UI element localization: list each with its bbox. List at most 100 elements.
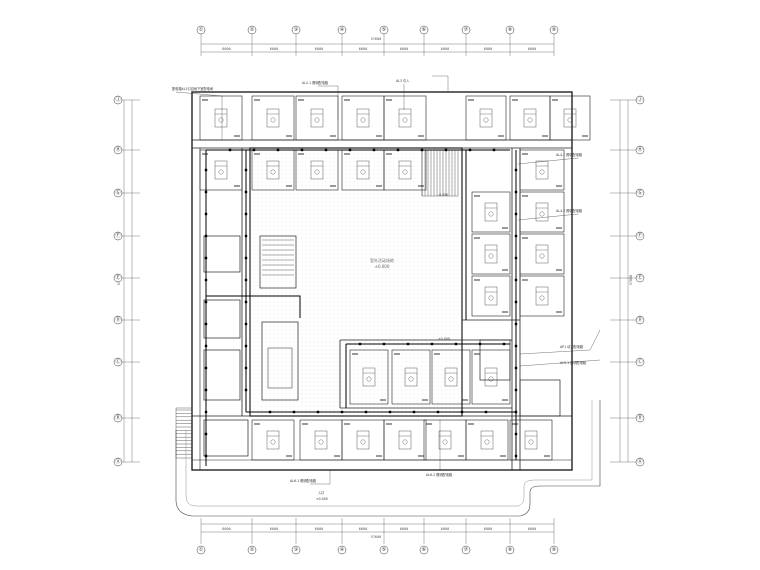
axis-bubble-right: Ⓙ [635, 95, 645, 105]
svg-text:⑨: ⑨ [552, 547, 556, 553]
svg-text:Ⓒ: Ⓒ [115, 358, 120, 365]
svg-text:Ⓕ: Ⓕ [637, 232, 642, 239]
room [349, 349, 389, 405]
top-segment-dimension: 6000 [484, 47, 492, 51]
top-segment-dimension: 6000 [528, 47, 536, 51]
room [423, 419, 467, 461]
note-bottom-1: AL6-1 照明配电箱 [290, 478, 317, 483]
axis-bubble-top: ⑥ [419, 25, 429, 35]
svg-text:⑥: ⑥ [422, 27, 427, 33]
axis-bubble-bottom: ⑧ [505, 545, 515, 555]
axis-bubble-bottom: ⑦ [461, 545, 471, 555]
bottom-segment-dimension: 6000 [222, 527, 230, 531]
svg-text:③: ③ [294, 27, 298, 33]
svg-text:Ⓑ: Ⓑ [115, 414, 120, 421]
svg-text:②: ② [250, 547, 255, 553]
room [251, 419, 295, 461]
axis-bubble-top: ① [196, 25, 206, 35]
bottom-segment-dimension: 6000 [400, 527, 408, 531]
left-dimension-chain [122, 99, 140, 463]
svg-text:Ⓙ: Ⓙ [637, 96, 642, 103]
elevation-mark-b: ±0.000 [438, 337, 450, 341]
entrance-elevation: ±0.000 [316, 497, 328, 501]
axis-bubble-top: ④ [337, 25, 347, 35]
svg-text:Ⓖ: Ⓖ [115, 189, 120, 196]
axis-bubble-left: Ⓙ [113, 95, 123, 105]
svg-text:Ⓓ: Ⓓ [115, 316, 120, 323]
axis-bubble-left: Ⓗ [113, 145, 123, 155]
axis-bubble-bottom: ⑤ [379, 545, 389, 555]
room [465, 419, 509, 461]
room [341, 419, 385, 461]
axis-bubble-top: ⑤ [379, 25, 389, 35]
axis-bubble-bottom: ⑥ [419, 545, 429, 555]
room [549, 95, 591, 141]
room [383, 419, 427, 461]
axis-bubble-right: Ⓗ [635, 145, 645, 155]
svg-text:Ⓑ: Ⓑ [637, 414, 642, 421]
room [295, 95, 339, 141]
svg-text:Ⓓ: Ⓓ [637, 316, 642, 323]
svg-text:⑤: ⑤ [382, 547, 386, 553]
svg-text:Ⓙ: Ⓙ [115, 96, 120, 103]
top-segment-dimension: 6000 [270, 47, 278, 51]
axis-bubble-left: Ⓓ [113, 315, 123, 325]
svg-text:①: ① [199, 547, 204, 553]
top-segment-dimension: 6000 [441, 47, 449, 51]
svg-text:⑦: ⑦ [464, 547, 469, 553]
svg-text:④: ④ [340, 27, 345, 33]
courtyard-label: 室外活动场地 [370, 257, 394, 263]
room [199, 95, 243, 141]
bottom-total-dimension: 57600 [371, 535, 382, 539]
courtyard-elevation: ±0.000 [375, 264, 390, 269]
svg-text:④: ④ [340, 547, 345, 553]
room [509, 419, 553, 461]
svg-text:Ⓕ: Ⓕ [115, 232, 120, 239]
axis-bubble-right: Ⓖ [635, 188, 645, 198]
svg-text:②: ② [250, 27, 255, 33]
bottom-segment-dimension: 6000 [315, 527, 323, 531]
bottom-segment-dimension: 6000 [528, 527, 536, 531]
axis-bubble-top: ⑧ [505, 25, 515, 35]
axis-bubble-top: ⑨ [549, 25, 559, 35]
room [519, 275, 565, 317]
axis-bubble-left: Ⓔ [113, 273, 123, 283]
top-segment-dimension: 6000 [222, 47, 230, 51]
note-bottom-2: AL6-2 照明配电箱 [426, 472, 453, 477]
axis-bubble-top: ③ [291, 25, 301, 35]
note-right-3: AP1 动力配电箱 [560, 344, 584, 349]
svg-text:⑧: ⑧ [508, 547, 513, 553]
room [431, 349, 471, 405]
axis-bubble-right: Ⓓ [635, 315, 645, 325]
bottom-segment-dimension: 6000 [270, 527, 278, 531]
note-top-mid: AL2-1 照明配电箱 [302, 80, 329, 85]
site-boundary [175, 400, 601, 517]
axis-bubble-bottom: ① [196, 545, 206, 555]
top-segment-dimension: 6000 [315, 47, 323, 51]
note-right-1: AL4-1 照明配电箱 [556, 152, 583, 157]
axis-bubble-right: Ⓕ [635, 231, 645, 241]
svg-text:Ⓔ: Ⓔ [115, 274, 120, 281]
axis-bubble-left: Ⓑ [113, 413, 123, 423]
leader-lines [175, 75, 601, 485]
axis-bubble-bottom: ⑨ [549, 545, 559, 555]
room [251, 95, 295, 141]
note-right-2: AL4-2 照明配电箱 [556, 208, 583, 213]
room [341, 95, 385, 141]
svg-text:Ⓖ: Ⓖ [637, 189, 642, 196]
axis-bubble-left: Ⓐ [113, 457, 123, 467]
svg-text:Ⓐ: Ⓐ [115, 458, 120, 465]
axis-bubble-bottom: ③ [291, 545, 301, 555]
axis-bubble-top: ⑦ [461, 25, 471, 35]
room [509, 95, 551, 141]
axis-bubble-left: Ⓕ [113, 231, 123, 241]
room [471, 191, 511, 233]
svg-text:⑧: ⑧ [508, 27, 513, 33]
courtyard-lower-area [300, 340, 340, 414]
axis-bubble-right: Ⓑ [635, 413, 645, 423]
room [299, 419, 343, 461]
axis-bubble-bottom: ④ [337, 545, 347, 555]
elevation-mark-a: -0.050 [438, 193, 448, 197]
